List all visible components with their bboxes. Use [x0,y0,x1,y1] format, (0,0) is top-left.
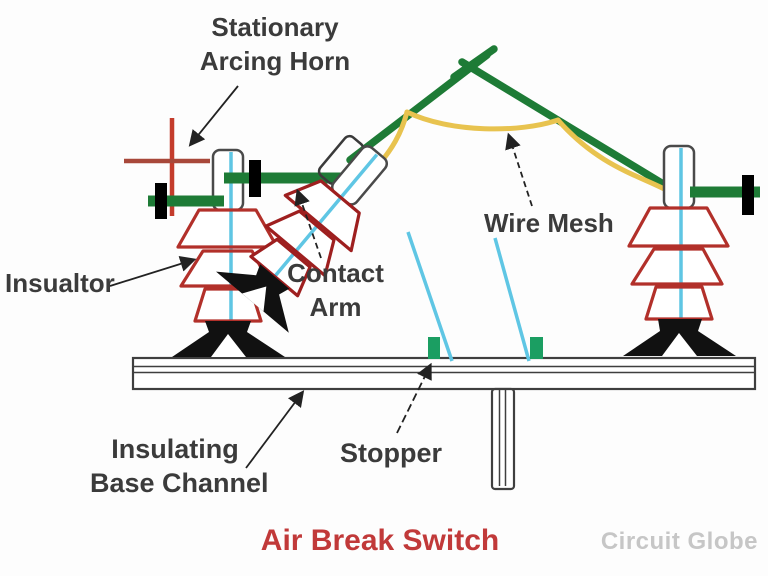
stopper-arrow [396,362,432,434]
arcing-horn-arrow [188,85,239,147]
insulator-arrow [109,256,197,287]
label-contact-arm: Contact Arm [287,258,384,322]
blade-arm-shape [346,45,682,197]
annotation-arrows [109,85,533,469]
stopper-shapes [428,337,543,359]
label-insulating-base-channel: Insulating Base Channel [90,434,269,498]
base-channel-arrow [245,390,305,469]
support-post-shape [490,387,516,491]
wire-mesh-arrow [505,132,533,207]
label-wire-mesh: Wire Mesh [484,208,614,238]
right-insulator-cap [662,144,696,210]
wire-mesh-shape [377,109,675,196]
label-insulator: Insualtor [5,268,115,298]
right-insulator-shape [623,144,760,356]
right-insulator-sheds [627,206,730,321]
label-stationary-arcing-horn: Stationary Arcing Horn [199,12,351,76]
diagram-title: Air Break Switch [260,524,500,557]
operating-rods-shape [406,231,531,362]
label-stopper: Stopper [340,438,443,468]
watermark: Circuit Globe [600,528,758,555]
insulating-base-channel-shape [131,356,757,391]
contact-arm-arrow [294,188,322,259]
